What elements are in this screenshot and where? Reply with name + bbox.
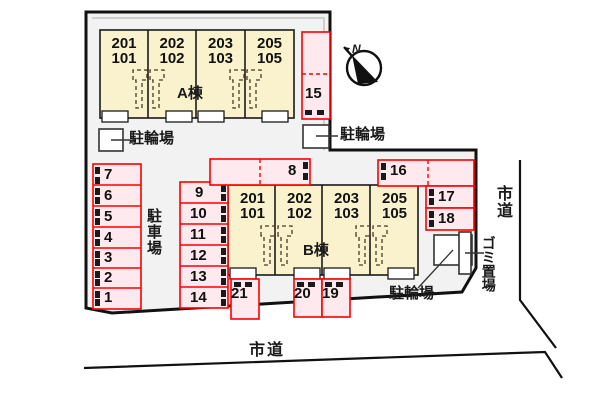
unit-a-4: 205 105 bbox=[256, 35, 283, 68]
unit-b-3: 203 103 bbox=[333, 190, 360, 223]
parking-stall-19[interactable]: 19 bbox=[322, 285, 339, 302]
garbage-area-label: ゴミ置場 bbox=[480, 236, 515, 292]
parking-stall-15-shape bbox=[301, 31, 331, 120]
parking-lot-label: 駐車場 bbox=[145, 208, 162, 256]
parking-stall-10[interactable]: 10 bbox=[190, 205, 207, 222]
building-a-shape bbox=[99, 29, 295, 123]
parking-bottom-stalls bbox=[230, 278, 351, 320]
parking-stall-1[interactable]: 1 bbox=[104, 289, 113, 306]
compass-north-label: N bbox=[352, 42, 361, 56]
parking-left-column bbox=[92, 163, 142, 310]
road-label-bottom: 市道 bbox=[249, 342, 286, 359]
parking-stall-8-shape bbox=[209, 158, 311, 186]
road-right-line bbox=[518, 160, 557, 349]
parking-right-column bbox=[377, 159, 475, 231]
parking-stall-18[interactable]: 18 bbox=[438, 210, 455, 227]
road-label-right: 市道 bbox=[494, 185, 511, 219]
parking-stall-5[interactable]: 5 bbox=[104, 208, 113, 225]
garbage-area-text: ゴミ置場 bbox=[480, 236, 497, 292]
parking-stall-3[interactable]: 3 bbox=[104, 249, 113, 266]
unit-a-2: 202 102 bbox=[159, 35, 185, 68]
building-b-label: B棟 bbox=[303, 242, 329, 259]
road-bottom-line bbox=[83, 350, 563, 379]
garbage-area-shape bbox=[458, 231, 484, 275]
bicycle-parking-north bbox=[302, 124, 338, 149]
parking-stall-15[interactable]: 15 bbox=[305, 85, 322, 102]
building-a-label: A棟 bbox=[177, 85, 203, 102]
parking-stall-20[interactable]: 20 bbox=[294, 285, 311, 302]
parking-stall-4[interactable]: 4 bbox=[104, 229, 113, 246]
unit-a-3: 203 103 bbox=[207, 35, 234, 68]
compass-rose bbox=[343, 46, 383, 87]
parking-stall-14[interactable]: 14 bbox=[190, 289, 207, 306]
parking-stall-13[interactable]: 13 bbox=[190, 268, 207, 285]
bicycle-parking-label-b: 駐輪場 bbox=[389, 285, 435, 302]
parking-stall-2[interactable]: 2 bbox=[104, 269, 113, 286]
bicycle-parking-label-north: 駐輪場 bbox=[340, 126, 386, 143]
parking-stall-17[interactable]: 17 bbox=[438, 188, 455, 205]
parking-stall-8[interactable]: 8 bbox=[288, 162, 297, 179]
unit-b-2: 202 102 bbox=[286, 190, 313, 223]
bicycle-parking-label-a: 駐輪場 bbox=[129, 130, 175, 147]
parking-stall-9[interactable]: 9 bbox=[195, 184, 204, 201]
parking-stall-16[interactable]: 16 bbox=[390, 162, 407, 179]
parking-stall-7[interactable]: 7 bbox=[104, 166, 113, 183]
parking-stall-6[interactable]: 6 bbox=[104, 187, 113, 204]
parking-stall-11[interactable]: 11 bbox=[190, 226, 206, 243]
parking-stall-12[interactable]: 12 bbox=[190, 247, 207, 264]
parking-mid-column bbox=[179, 181, 229, 309]
bicycle-parking-a bbox=[98, 128, 130, 152]
unit-b-1: 201 101 bbox=[239, 190, 266, 223]
unit-a-1: 201 101 bbox=[111, 35, 137, 68]
parking-stall-21[interactable]: 21 bbox=[231, 285, 248, 302]
unit-b-4: 205 105 bbox=[381, 190, 408, 223]
